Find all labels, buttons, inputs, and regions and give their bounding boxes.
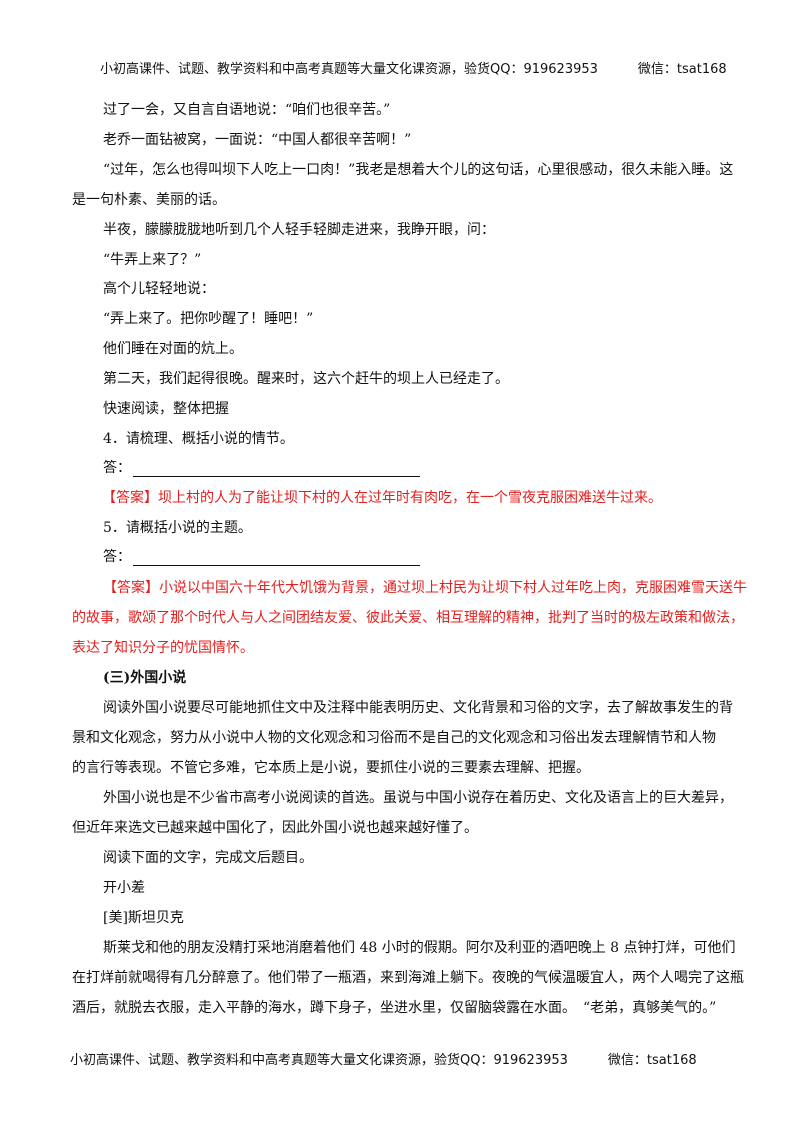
answer-line-5: 答：: [103, 546, 420, 566]
answer-blank-5[interactable]: [133, 551, 420, 566]
page-footer: 小初高课件、试题、教学资料和中高考真题等大量文化课资源，验货QQ：9196239…: [70, 1049, 697, 1068]
answer-4: 【答案】坝上村的人为了能让坝下村的人在过年时有肉吃，在一个雪夜克服困难送牛过来。: [102, 490, 662, 506]
story-title: 开小差: [103, 880, 145, 896]
paragraph: 斯莱戈和他的朋友没精打采地消磨着他们 48 小时的假期。阿尔及利亚的酒吧晚上 8…: [103, 940, 736, 956]
section-heading: (三)外国小说: [103, 670, 187, 686]
answer-label: 答：: [103, 549, 131, 565]
paragraph: 半夜，朦朦胧胧地听到几个人轻手轻脚走进来，我睁开眼，问：: [103, 222, 495, 238]
paragraph: 他们睡在对面的炕上。: [103, 341, 243, 357]
paragraph: 过了一会，又自言自语地说：“咱们也很辛苦。”: [103, 102, 391, 118]
section-label: 快速阅读，整体把握: [103, 401, 229, 417]
paragraph-continuation: 景和文化观念，努力从小说中人物的文化观念和习俗而不是自己的文化观念和习俗出发去理…: [72, 730, 716, 746]
footer-text: 小初高课件、试题、教学资料和中高考真题等大量文化课资源，验货QQ：9196239…: [70, 1053, 568, 1068]
question-5: 5．请概括小说的主题。: [103, 520, 252, 536]
answer-line-4: 答：: [103, 457, 420, 477]
paragraph: “牛弄上来了？”: [103, 252, 202, 268]
answer-5-line-1: 【答案】小说以中国六十年代大饥饿为背景，通过坝上村民为让坝下村人过年吃上肉，克服…: [103, 580, 747, 596]
header-wechat: 微信：tsat168: [637, 62, 727, 77]
paragraph: 外国小说也是不少省市高考小说阅读的首选。虽说与中国小说存在着历史、文化及语言上的…: [103, 790, 733, 806]
paragraph-continuation: 在打烊前就喝得有几分醉意了。他们带了一瓶酒，来到海滩上躺下。夜晚的气候温暖宜人，…: [72, 970, 744, 986]
story-author: [美]斯坦贝克: [103, 910, 184, 926]
paragraph: 第二天，我们起得很晚。醒来时，这六个赶牛的坝上人已经走了。: [103, 371, 509, 387]
answer-label: 答：: [103, 460, 131, 476]
paragraph-continuation: 酒后，就脱去衣服，走入平静的海水，蹲下身子，坐进水里，仅留脑袋露在水面。 “老弟…: [72, 1000, 717, 1016]
answer-5-line-2: 的故事，歌颂了那个时代人与人之间团结友爱、彼此关爱、相互理解的精神，批判了当时的…: [72, 610, 744, 626]
paragraph: “过年，怎么也得叫坝下人吃上一口肉！”我老是想着大个儿的这句话，心里很感动，很久…: [103, 162, 734, 178]
paragraph: 老乔一面钻被窝，一面说：“中国人都很辛苦啊！”: [103, 132, 412, 148]
paragraph-continuation: 是一句朴素、美丽的话。: [72, 192, 226, 208]
answer-5-line-3: 表达了知识分子的忧国情怀。: [72, 640, 254, 656]
page-header: 小初高课件、试题、教学资料和中高考真题等大量文化课资源，验货QQ：9196239…: [100, 58, 727, 77]
answer-blank-4[interactable]: [133, 462, 420, 477]
paragraph-continuation: 但近年来选文已越来越中国化了，因此外国小说也越来越好懂了。: [72, 820, 478, 836]
header-text: 小初高课件、试题、教学资料和中高考真题等大量文化课资源，验货QQ：9196239…: [100, 62, 598, 77]
paragraph: 高个儿轻轻地说：: [103, 281, 215, 297]
paragraph: 阅读下面的文字，完成文后题目。: [103, 850, 313, 866]
paragraph: 阅读外国小说要尽可能地抓住文中及注释中能表明历史、文化背景和习俗的文字，去了解故…: [103, 700, 733, 716]
question-4: 4．请梳理、概括小说的情节。: [103, 431, 294, 447]
footer-wechat: 微信：tsat168: [607, 1053, 697, 1068]
paragraph-continuation: 的言行等表现。不管它多难，它本质上是小说，要抓住小说的三要素去理解、把握。: [72, 760, 590, 776]
paragraph: “弄上来了。把你吵醒了！睡吧！”: [103, 311, 314, 327]
